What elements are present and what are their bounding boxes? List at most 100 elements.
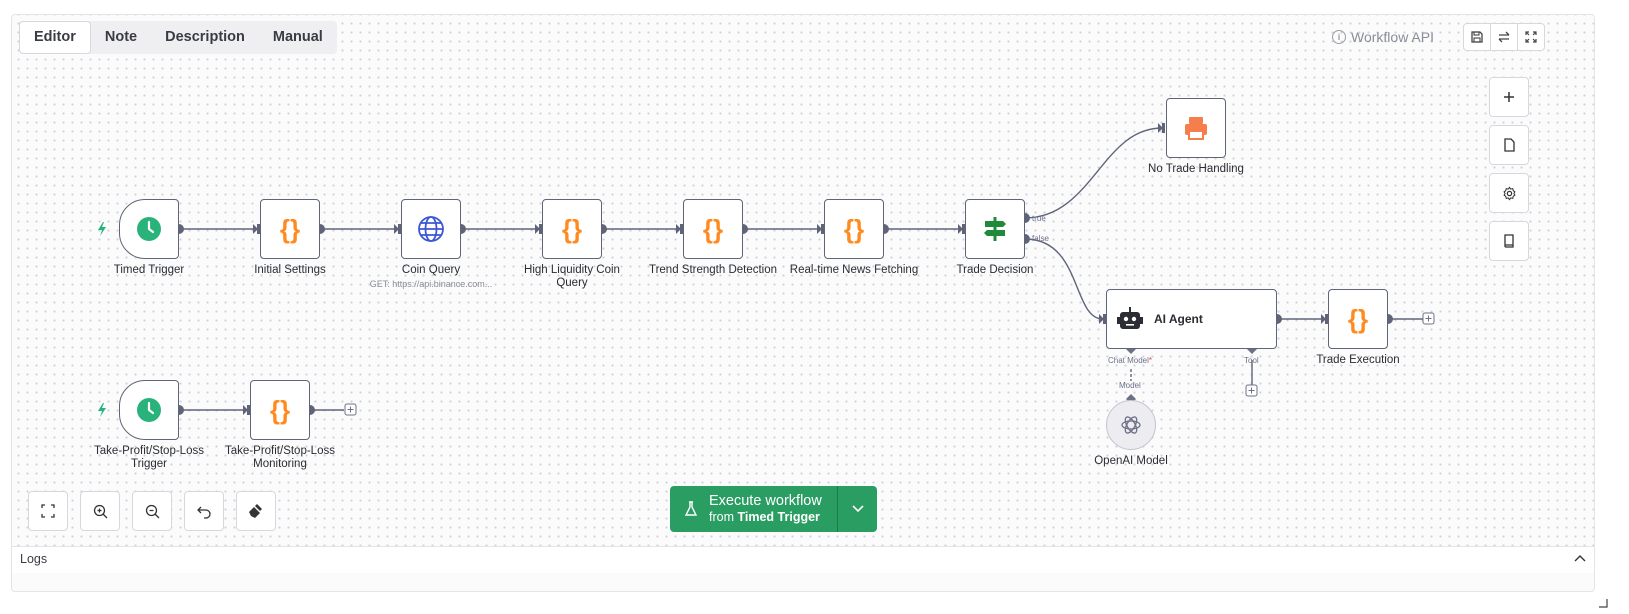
tab-editor[interactable]: Editor (19, 21, 91, 54)
swap-icon (1498, 31, 1510, 43)
sticky-note-icon (1504, 138, 1515, 152)
chat-model-handle-label: Chat Model* (1108, 356, 1152, 365)
printer-icon (1185, 117, 1207, 140)
ai-agent-label: AI Agent (1154, 312, 1203, 326)
clock-icon (137, 398, 161, 422)
add-sticky-button[interactable] (1489, 125, 1529, 165)
docs-button[interactable] (1489, 221, 1529, 261)
header-actions (1463, 23, 1545, 51)
chat-model-label: Chat Model (1108, 356, 1149, 365)
no-trade-node[interactable] (1166, 98, 1226, 158)
timed-trigger-node[interactable] (119, 199, 179, 259)
execute-title: Execute workflow (709, 493, 822, 509)
coin-query-node[interactable] (401, 199, 461, 259)
clock-icon (137, 217, 161, 241)
high-liquidity-label-line2: Query (556, 277, 588, 289)
execute-workflow-button[interactable]: Execute workflow from Timed Trigger (670, 486, 838, 532)
tp-sl-monitoring-label-line1: Take-Profit/Stop-Loss (225, 445, 335, 457)
tab-note[interactable]: Note (104, 29, 138, 45)
undo-icon (196, 506, 211, 519)
settings-button[interactable] (1489, 173, 1529, 213)
tab-manual[interactable]: Manual (272, 29, 323, 45)
openai-icon (1121, 416, 1141, 434)
required-marker: * (1148, 356, 1153, 365)
initial-settings-node[interactable]: {} (260, 199, 320, 259)
logs-label: Logs (20, 552, 48, 566)
tp-sl-monitoring-label: Take-Profit/Stop-Loss Monitoring (205, 445, 355, 471)
news-fetching-node[interactable]: {} (824, 199, 884, 259)
save-button[interactable] (1464, 24, 1491, 50)
code-braces-icon: {} (1347, 303, 1369, 334)
trade-execution-label: Trade Execution (1316, 354, 1400, 366)
code-braces-icon: {} (269, 394, 291, 425)
chevron-down-icon (851, 505, 864, 513)
fullscreen-button[interactable] (1518, 24, 1544, 50)
undo-button[interactable] (184, 491, 224, 531)
resize-handle-icon[interactable] (1598, 598, 1608, 608)
canvas-controls (28, 491, 276, 531)
tab-description[interactable]: Description (165, 29, 245, 45)
add-node-button[interactable] (1489, 77, 1529, 117)
swap-button[interactable] (1491, 24, 1518, 50)
trade-decision-label: Trade Decision (956, 264, 1034, 276)
fit-view-button[interactable] (28, 491, 68, 531)
code-braces-icon: {} (843, 213, 865, 244)
openai-model-label: OpenAI Model (1094, 455, 1168, 467)
high-liquidity-node[interactable]: {} (542, 199, 602, 259)
clear-execution-icon (249, 504, 262, 518)
tool-handle-label: Tool (1244, 356, 1259, 365)
globe-icon (418, 216, 444, 242)
view-tabs: Editor Note Description Manual (19, 21, 337, 54)
high-liquidity-label-line1: High Liquidity Coin (524, 264, 620, 276)
ai-agent-node[interactable]: AI Agent (1106, 289, 1277, 349)
flask-icon (684, 501, 698, 516)
trend-strength-label: Trend Strength Detection (648, 264, 778, 276)
zoom-out-button[interactable] (132, 491, 172, 531)
tp-sl-trigger-node[interactable] (119, 380, 179, 440)
false-branch-label: false (1032, 234, 1049, 243)
coin-query-url: GET: https://api.binance.com... (369, 279, 493, 289)
zoom-in-icon (93, 504, 107, 518)
trend-strength-node[interactable]: {} (683, 199, 743, 259)
model-connection-label: Model (1119, 381, 1141, 390)
tp-sl-monitoring-node[interactable]: {} (250, 380, 310, 440)
high-liquidity-label: High Liquidity Coin Query (497, 264, 647, 290)
execute-trigger: Timed Trigger (737, 510, 820, 524)
zoom-out-icon (145, 504, 159, 518)
book-icon (1504, 234, 1514, 248)
tp-sl-trigger-label-line1: Take-Profit/Stop-Loss (94, 445, 204, 457)
tp-sl-trigger-label: Take-Profit/Stop-Loss Trigger (74, 445, 224, 471)
fullscreen-icon (1525, 31, 1537, 43)
trade-execution-node[interactable]: {} (1328, 289, 1388, 349)
logs-panel[interactable]: Logs (12, 546, 1594, 573)
robot-icon (1117, 307, 1143, 329)
openai-model-node[interactable] (1106, 400, 1156, 450)
save-icon (1471, 31, 1483, 43)
clear-execution-button[interactable] (236, 491, 276, 531)
tp-sl-monitoring-label-line2: Monitoring (253, 458, 307, 470)
trade-decision-node[interactable] (965, 199, 1025, 259)
news-fetching-label: Real-time News Fetching (789, 264, 919, 276)
signpost-icon (984, 217, 1006, 241)
no-trade-label: No Trade Handling (1148, 163, 1244, 175)
execute-text: Execute workflow from Timed Trigger (709, 493, 822, 525)
zoom-in-button[interactable] (80, 491, 120, 531)
true-branch-label: true (1032, 214, 1046, 223)
code-braces-icon: {} (702, 213, 724, 244)
execute-dropdown-button[interactable] (838, 486, 877, 532)
info-icon: i (1332, 30, 1346, 44)
execute-subtitle: from Timed Trigger (709, 509, 822, 525)
chevron-up-icon[interactable] (1573, 552, 1587, 566)
tp-sl-trigger-label-line2: Trigger (131, 458, 167, 470)
side-toolbar (1489, 77, 1529, 261)
settings-icon (1502, 186, 1516, 200)
fit-view-icon (41, 504, 55, 518)
coin-query-label: Coin Query (401, 264, 461, 276)
workflow-api-label: Workflow API (1351, 29, 1434, 45)
execute-workflow-group: Execute workflow from Timed Trigger (670, 486, 877, 532)
code-braces-icon: {} (279, 213, 301, 244)
code-braces-icon: {} (561, 213, 583, 244)
timed-trigger-label: Timed Trigger (113, 264, 185, 276)
workflow-api-link[interactable]: i Workflow API (1332, 29, 1434, 45)
initial-settings-label: Initial Settings (254, 264, 326, 276)
